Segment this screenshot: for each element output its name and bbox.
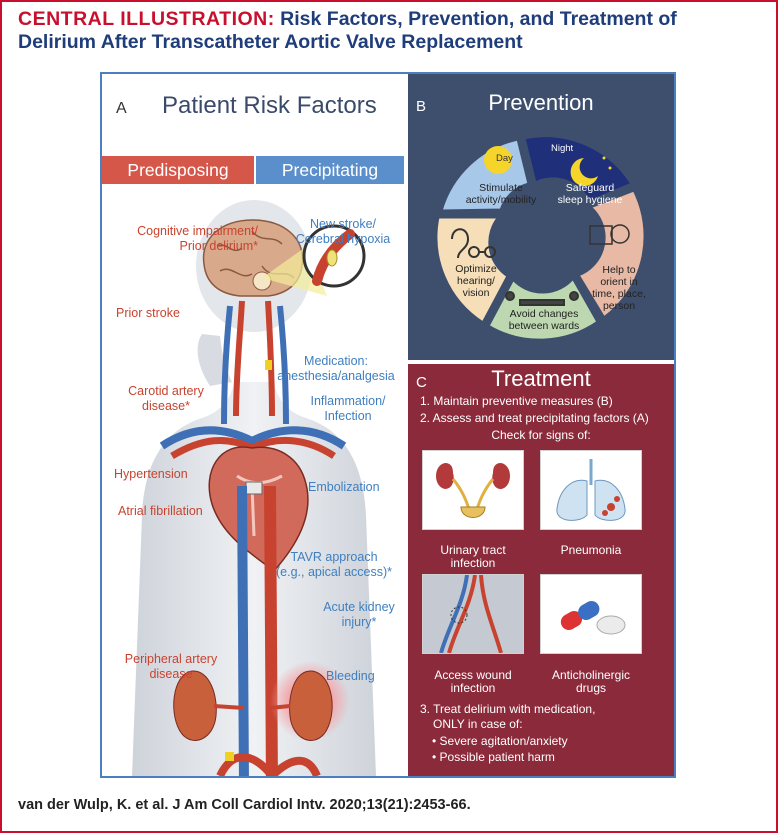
risk-new-stroke: New stroke/Cerebral hypoxia bbox=[295, 217, 391, 246]
risk-bleeding: Bleeding bbox=[326, 669, 375, 683]
risk-hypertension: Hypertension bbox=[114, 467, 188, 481]
treatment-step-2: 2. Assess and treat precipitating factor… bbox=[420, 411, 649, 425]
tile-pneumonia bbox=[540, 450, 642, 530]
tab-precipitating: Precipitating bbox=[256, 156, 404, 184]
pills-icon bbox=[560, 601, 626, 635]
panel-a-letter: A bbox=[116, 100, 127, 117]
ear-glasses-icon bbox=[451, 228, 496, 259]
prevention-wheel bbox=[434, 134, 647, 342]
risk-tavr-approach: TAVR approach(e.g., apical access)* bbox=[275, 550, 393, 579]
risk-inflammation-infection: Inflammation/Infection bbox=[310, 394, 386, 423]
urinary-tract-icon bbox=[436, 463, 510, 518]
tile-access-wound bbox=[422, 574, 524, 654]
risk-prior-stroke: Prior stroke bbox=[116, 306, 180, 320]
header-title-line2: Delirium After Transcatheter Aortic Valv… bbox=[18, 31, 523, 53]
risk-atrial-fibrillation: Atrial fibrillation bbox=[118, 504, 203, 518]
panel-a-title: Patient Risk Factors bbox=[162, 92, 377, 119]
tile-urinary-tract bbox=[422, 450, 524, 530]
day-tag: Day bbox=[496, 153, 513, 164]
segment-hearing-vision bbox=[434, 215, 510, 326]
treatment-bullet-2: • Possible patient harm bbox=[432, 750, 555, 764]
citation: van der Wulp, K. et al. J Am Coll Cardio… bbox=[18, 797, 471, 813]
header-title-line1: Risk Factors, Prevention, and Treatment … bbox=[274, 8, 677, 30]
tile-anticholinergic bbox=[540, 574, 642, 654]
treatment-check: Check for signs of: bbox=[491, 428, 591, 442]
calendar-clock-icon bbox=[589, 224, 630, 245]
central-illustration-header: CENTRAL ILLUSTRATION: Risk Factors, Prev… bbox=[18, 8, 768, 54]
kidney-right-icon bbox=[289, 670, 333, 741]
stretcher-icon bbox=[505, 291, 579, 306]
caption-pneumonia: Pneumonia bbox=[560, 543, 622, 557]
kidney-left-icon bbox=[173, 670, 217, 741]
panel-c-letter: C bbox=[416, 374, 427, 391]
treatment-step-3: 3. Treat delirium with medication, ONLY … bbox=[420, 702, 596, 731]
anatomy-illustration bbox=[132, 200, 376, 776]
tab-predisposing: Predisposing bbox=[102, 156, 254, 184]
sun-icon bbox=[484, 146, 512, 174]
panel-risk-factors: A Patient Risk Factors Predisposing Prec… bbox=[102, 74, 404, 776]
treatment-bullet-1: • Severe agitation/anxiety bbox=[432, 734, 568, 748]
lungs-icon bbox=[556, 459, 626, 521]
panel-b-title: Prevention bbox=[488, 90, 594, 115]
panel-c-title: Treatment bbox=[491, 366, 591, 391]
leg-vessels-icon bbox=[423, 574, 523, 654]
header-lead: CENTRAL ILLUSTRATION: bbox=[18, 8, 275, 30]
panel-treatment: C Treatment 1. Maintain preventive measu… bbox=[408, 364, 674, 776]
moon-icon bbox=[570, 158, 598, 186]
night-tag: Night bbox=[551, 143, 574, 154]
risk-embolization: Embolization bbox=[308, 480, 380, 494]
treatment-step-1: 1. Maintain preventive measures (B) bbox=[420, 394, 613, 408]
risk-cognitive-impairment: Cognitive impairment/Prior delirium* bbox=[137, 224, 258, 253]
panel-b-letter: B bbox=[416, 98, 427, 115]
risk-medication: Medication:anesthesia/analgesia bbox=[277, 354, 395, 383]
